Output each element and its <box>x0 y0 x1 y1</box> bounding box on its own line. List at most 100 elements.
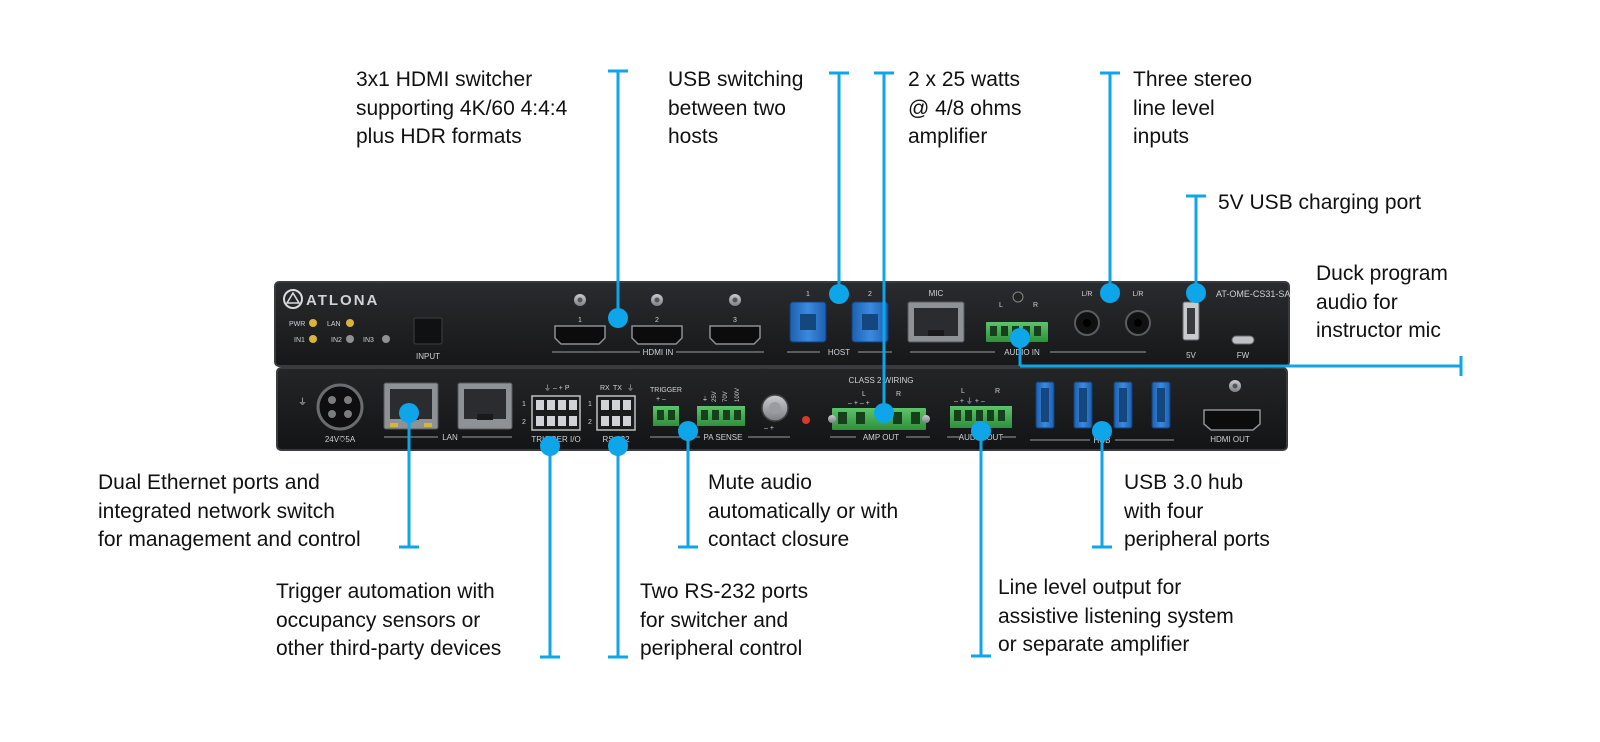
callout-line: other third-party devices <box>276 637 502 660</box>
callout-line: amplifier <box>908 125 988 148</box>
callout-line: @ 4/8 ohms <box>908 96 1022 120</box>
callout-line: between two <box>668 96 786 120</box>
status-leds: PWR LAN IN1 IN2 IN3 <box>289 319 390 344</box>
pa-pin-70v: 70V <box>723 391 729 402</box>
callout-line: Duck program <box>1316 262 1448 285</box>
pa-pin-25v: 25V <box>712 391 718 402</box>
rs232-tx: TX <box>613 385 622 392</box>
svg-text:+ –: + – <box>656 396 666 403</box>
svg-text:R: R <box>995 388 1000 395</box>
pa-sense-terminal[interactable] <box>697 406 745 426</box>
dot-usb-host <box>829 284 849 304</box>
callout-line: Dual Ethernet ports and <box>98 471 320 494</box>
callout-usb-hub: USB 3.0 hub with four peripheral ports <box>1124 469 1270 555</box>
callout-line: peripheral ports <box>1124 528 1270 551</box>
callout-line: Line level output for <box>998 576 1182 599</box>
callout-line: audio for <box>1316 290 1398 314</box>
usb-hub: HUB <box>1030 381 1174 445</box>
svg-text:1: 1 <box>522 401 526 408</box>
amp-out-label: AMP OUT <box>863 433 899 442</box>
dot-line-in <box>1100 283 1120 303</box>
power-connector[interactable] <box>316 383 364 431</box>
callout-line: with four <box>1124 499 1204 523</box>
callout-line: contact closure <box>708 528 850 551</box>
pa-sense-label: PA SENSE <box>704 433 743 442</box>
callout-line: 3x1 HDMI switcher <box>356 68 533 91</box>
rs232-gnd: ⏚ <box>627 384 634 392</box>
callout-trigger: Trigger automation with occupancy sensors… <box>276 578 501 664</box>
host-2-label: 2 <box>868 291 872 298</box>
dot-amp <box>874 403 894 423</box>
audio-in-r: R <box>1033 302 1038 309</box>
hdmi-out-port[interactable] <box>1203 409 1261 431</box>
dot-ethernet <box>399 403 419 423</box>
input-button-label: INPUT <box>416 352 440 361</box>
hdmi-in-ports: 1 2 3 HDMI IN <box>552 294 764 357</box>
class2-label: CLASS 2 WIRING <box>849 376 914 385</box>
pa-pin-gnd: ⏚ <box>702 396 708 403</box>
callout-line: instructor mic <box>1316 319 1441 342</box>
callout-line: Two RS-232 ports <box>640 580 809 603</box>
callout-rs232: Two RS-232 ports for switcher and peripher… <box>640 578 808 664</box>
lr-label-1: L/R <box>1082 291 1093 298</box>
hdmi-2-label: 2 <box>655 317 659 324</box>
hdmi-in-3-port[interactable] <box>709 325 761 345</box>
model-number: AT-OME-CS31-SA <box>1216 289 1290 299</box>
callout-line: 2 x 25 watts <box>908 68 1021 91</box>
hdmi-in-1-port[interactable] <box>554 325 606 345</box>
callout-line: Three stereo <box>1133 68 1253 91</box>
audio-in-l: L <box>999 302 1003 309</box>
hdmi-in-2-port[interactable] <box>631 325 683 345</box>
ground-symbol: ⏚ <box>298 397 307 407</box>
dot-mute <box>678 421 698 441</box>
dot-rs232 <box>608 436 628 456</box>
callout-line: for switcher and <box>640 608 789 632</box>
status-led-red <box>802 416 810 424</box>
audio-in-label: AUDIO IN <box>1004 348 1040 357</box>
callout-line: Trigger automation with <box>276 580 495 603</box>
input-button[interactable] <box>413 317 443 345</box>
atlona-logo: ATLONA <box>283 289 379 309</box>
brand-name: ATLONA <box>306 292 379 309</box>
callout-line-output: Line level output for assistive listening… <box>998 574 1234 660</box>
led-in2 <box>346 335 354 343</box>
svg-text:⏚ – + P: ⏚ – + P <box>544 384 570 392</box>
svg-text:L: L <box>862 391 866 398</box>
callout-line: supporting 4K/60 4:4:4 <box>356 96 568 120</box>
svg-text:– + – +: – + – + <box>848 400 870 407</box>
callout-ethernet: Dual Ethernet ports and integrated networ… <box>98 469 361 555</box>
trigger-terminal[interactable] <box>653 406 679 426</box>
callout-line: for management and control <box>98 528 361 551</box>
dot-trigger <box>540 436 560 456</box>
dot-usb-charge <box>1186 283 1206 303</box>
fw-usb-c-port[interactable] <box>1231 335 1255 345</box>
hdmi-out-label: HDMI OUT <box>1210 435 1250 444</box>
host-1-label: 1 <box>806 291 810 298</box>
rs232-rx: RX <box>600 385 610 392</box>
pa-pin-100v: 100V <box>735 388 741 402</box>
dot-usb-hub <box>1092 421 1112 441</box>
led-in1 <box>309 335 317 343</box>
led-label-in2: IN2 <box>331 337 342 344</box>
callout-line: peripheral control <box>640 637 803 660</box>
callout-line: USB 3.0 hub <box>1124 471 1244 494</box>
hdmi-in-label: HDMI IN <box>643 348 674 357</box>
led-label-pwr: PWR <box>289 321 305 328</box>
fivev-label: 5V <box>1186 351 1196 360</box>
callout-line: integrated network switch <box>98 499 335 523</box>
led-pwr <box>309 319 317 327</box>
callout-line: assistive listening system <box>998 604 1234 628</box>
dot-line-out <box>971 421 991 441</box>
callout-line: occupancy sensors or <box>276 608 481 632</box>
callout-line: hosts <box>668 125 719 148</box>
svg-text:R: R <box>896 391 901 398</box>
svg-text:2: 2 <box>522 419 526 426</box>
lan-label: LAN <box>442 433 458 442</box>
hdmi-3-label: 3 <box>733 317 737 324</box>
callout-lines <box>399 69 1463 659</box>
pa-sense: TRIGGER + – ⏚ 25V 70V 100V PA SENSE <box>650 387 790 442</box>
